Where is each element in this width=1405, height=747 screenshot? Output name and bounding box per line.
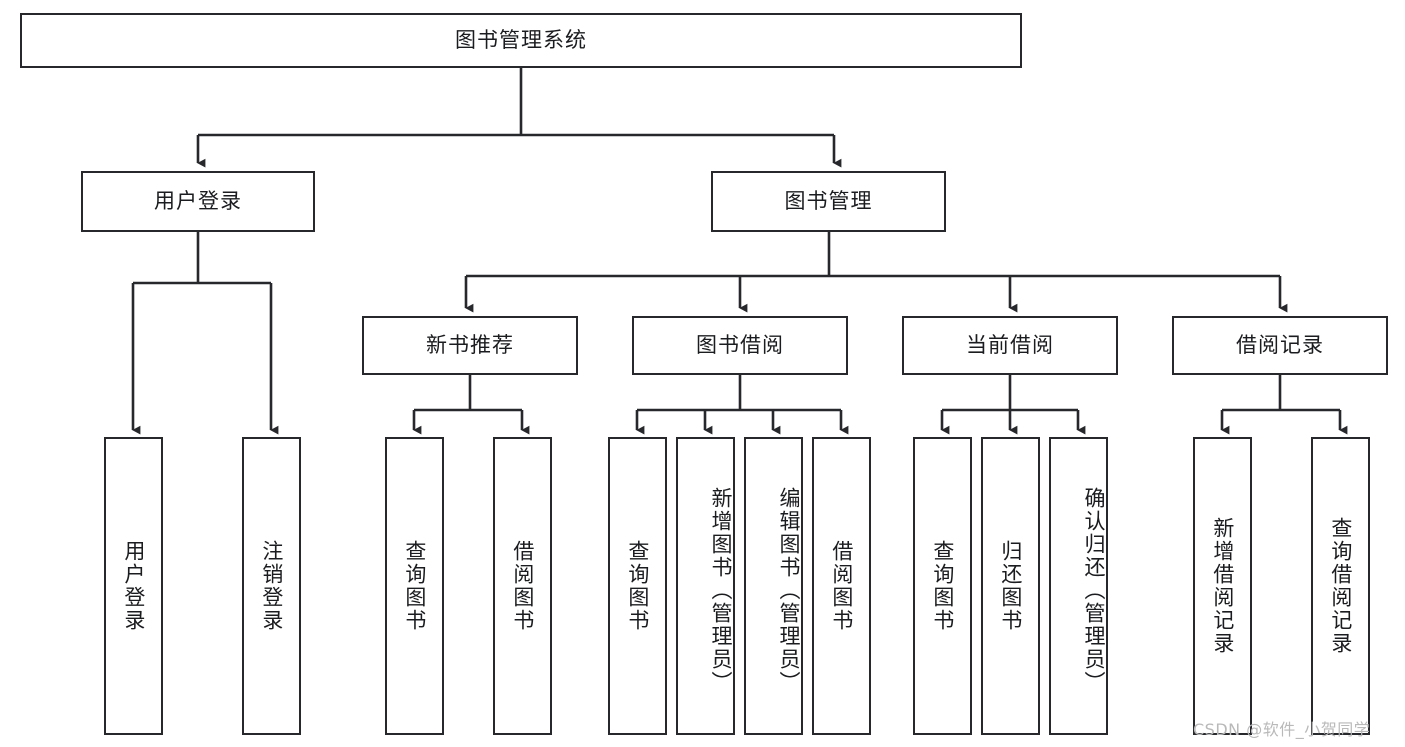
node-label: 查询图书 xyxy=(402,540,427,632)
node-label: 图书管理 xyxy=(784,188,873,213)
node-label: 查询图书 xyxy=(625,540,650,632)
node-label: 图书借阅 xyxy=(696,332,784,357)
node-label: 借阅记录 xyxy=(1236,332,1324,357)
node-label: 借阅图书 xyxy=(510,540,535,632)
leaf-borrow-record-query-record[interactable]: 查询借阅记录 xyxy=(1311,437,1370,735)
leaf-current-borrow-return-book[interactable]: 归还图书 xyxy=(981,437,1040,735)
node-label: 借阅图书 xyxy=(829,540,854,632)
leaf-user-login-login[interactable]: 用户登录 xyxy=(104,437,163,735)
node-user-login[interactable]: 用户登录 xyxy=(81,171,315,232)
node-borrow-record[interactable]: 借阅记录 xyxy=(1172,316,1388,375)
node-root-book-management-system[interactable]: 图书管理系统 xyxy=(20,13,1022,68)
leaf-new-book-query-book[interactable]: 查询图书 xyxy=(385,437,444,735)
node-book-management[interactable]: 图书管理 xyxy=(711,171,946,232)
node-label: 查询借阅记录 xyxy=(1328,517,1353,655)
leaf-book-borrow-add-book-admin[interactable]: 新增图书（管理员） xyxy=(676,437,735,735)
leaf-book-borrow-query-book[interactable]: 查询图书 xyxy=(608,437,667,735)
leaf-user-login-logout[interactable]: 注销登录 xyxy=(242,437,301,735)
node-label: 归还图书 xyxy=(998,540,1023,632)
node-label: 新增借阅记录 xyxy=(1210,517,1235,655)
node-label: 图书管理系统 xyxy=(455,27,587,52)
node-label: 注销登录 xyxy=(259,540,284,632)
leaf-new-book-borrow-book[interactable]: 借阅图书 xyxy=(493,437,552,735)
node-label: 确认归还（管理员） xyxy=(1082,486,1106,694)
leaf-book-borrow-borrow-book[interactable]: 借阅图书 xyxy=(812,437,871,735)
node-book-borrow[interactable]: 图书借阅 xyxy=(632,316,848,375)
leaf-current-borrow-query-book[interactable]: 查询图书 xyxy=(913,437,972,735)
leaf-current-borrow-confirm-return-admin[interactable]: 确认归还（管理员） xyxy=(1049,437,1108,735)
node-new-book-recommend[interactable]: 新书推荐 xyxy=(362,316,578,375)
node-label: 新增图书（管理员） xyxy=(709,486,733,694)
leaf-book-borrow-edit-book-admin[interactable]: 编辑图书（管理员） xyxy=(744,437,803,735)
leaf-borrow-record-add-record[interactable]: 新增借阅记录 xyxy=(1193,437,1252,735)
node-label: 编辑图书（管理员） xyxy=(777,486,801,694)
node-label: 查询图书 xyxy=(930,540,955,632)
node-label: 用户登录 xyxy=(154,188,242,213)
node-label: 当前借阅 xyxy=(966,332,1054,357)
node-label: 用户登录 xyxy=(121,540,146,632)
node-current-borrow[interactable]: 当前借阅 xyxy=(902,316,1118,375)
csdn-watermark: CSDN @软件_小贺同学 xyxy=(1193,720,1371,739)
node-label: 新书推荐 xyxy=(426,332,514,357)
